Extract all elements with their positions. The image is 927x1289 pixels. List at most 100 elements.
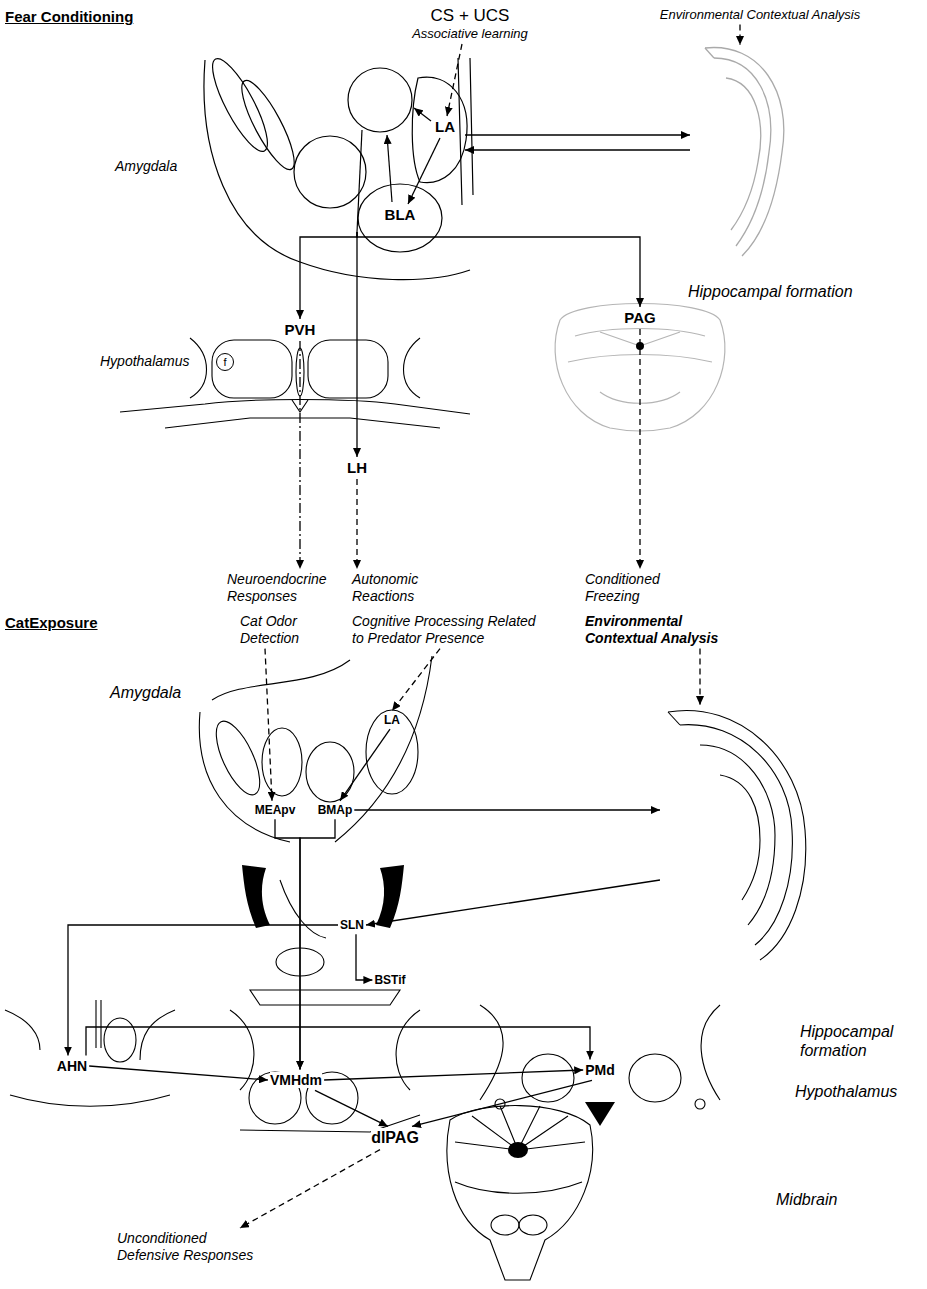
output-note: Autonomic Reactions xyxy=(350,569,434,607)
label-text: LA xyxy=(435,118,455,136)
hippocampus-outline xyxy=(668,710,806,960)
hippocampus-outline xyxy=(705,48,784,256)
hypothalamus-outline xyxy=(212,340,292,398)
internal-arrow xyxy=(387,135,392,202)
label-text: Cat Odor Detection xyxy=(240,613,318,647)
hypothalamus-outline xyxy=(104,1018,136,1062)
hypothalamus-outline xyxy=(190,338,207,398)
label-text: SLN xyxy=(340,918,364,932)
connector xyxy=(324,1070,583,1080)
label-text: Neuroendocrine Responses xyxy=(227,571,342,605)
connector xyxy=(412,1080,592,1126)
connector xyxy=(465,134,690,135)
output-note: Conditioned Freezing xyxy=(583,569,675,607)
label-text: Environmental Contextual Analysis xyxy=(660,7,860,23)
connector xyxy=(392,649,440,711)
connector xyxy=(356,232,357,457)
label-text: Autonomic Reactions xyxy=(352,571,432,605)
amygdala-outline xyxy=(262,728,302,796)
nucleus-label: LA xyxy=(382,711,402,729)
connector xyxy=(265,649,272,801)
amygdala-outline xyxy=(203,53,473,280)
label-text: AHN xyxy=(57,1058,87,1075)
connector xyxy=(447,44,462,116)
nucleus-label: PMd xyxy=(583,1060,617,1081)
region-name: Hippocampal formation xyxy=(688,282,853,301)
connector xyxy=(299,341,300,569)
connector xyxy=(366,880,660,925)
region-name: Hippocampal formation xyxy=(800,1022,905,1060)
connector xyxy=(315,1090,388,1126)
label-text: Unconditioned Defensive Responses xyxy=(117,1230,262,1264)
label-text: Conditioned Freezing xyxy=(585,571,673,605)
midbrain-outline xyxy=(455,1182,582,1193)
aqueduct xyxy=(508,1142,528,1158)
internal-arrow xyxy=(414,108,431,121)
hypothalamus-outline xyxy=(5,1000,720,1132)
hippocampus-outline xyxy=(726,78,761,230)
nucleus-label: PVH xyxy=(283,319,318,341)
connector xyxy=(300,819,335,1069)
stimulus-note: CS + UCSAssociative learning xyxy=(410,4,530,44)
brain-region: Hippocampal formation xyxy=(690,45,860,303)
connector xyxy=(465,149,690,150)
label-text: BMAp xyxy=(318,803,353,817)
hippocampus-outline xyxy=(705,48,784,256)
nucleus-label: PAG xyxy=(622,307,657,329)
nucleus-label: BLA xyxy=(383,204,418,226)
label-text: CS + UCS xyxy=(412,6,528,26)
hypothalamus-outline xyxy=(96,1000,101,1048)
amygdala-outline xyxy=(348,68,412,132)
hippocampus-outline xyxy=(668,710,806,960)
nucleus-label: dlPAG xyxy=(369,1126,421,1149)
hypothalamus-outline xyxy=(165,418,440,428)
hypothalamus-outline xyxy=(480,1005,503,1100)
label-text: f xyxy=(223,357,226,368)
hypothalamus-outline xyxy=(695,1099,705,1109)
midbrain-outline xyxy=(519,1215,547,1235)
amygdala-outline xyxy=(204,60,470,280)
hippocampus-outline xyxy=(714,58,771,246)
connector xyxy=(739,25,740,45)
amygdala-outline xyxy=(233,75,303,176)
internal-arrow xyxy=(357,108,431,232)
label-text: dlPAG xyxy=(371,1128,419,1147)
nucleus-label: MEApv xyxy=(253,801,298,819)
nucleus-label: LA xyxy=(433,116,457,138)
internal-arrow xyxy=(357,130,362,232)
brain-region: AmygdalaLAMEApvBMAp xyxy=(200,665,435,840)
brain-region: AmygdalaLABLA xyxy=(215,60,465,232)
septum-outline xyxy=(280,880,326,938)
connector xyxy=(357,232,640,307)
input-note: Environmental Contextual Analysis xyxy=(658,5,862,25)
amygdala-outline xyxy=(199,712,290,842)
midbrain-outline xyxy=(491,1215,519,1235)
hippocampus-outline xyxy=(720,775,760,900)
fornix-circle: f xyxy=(216,353,234,371)
label-text: PAG xyxy=(624,309,655,327)
region-label: Hypothalamus xyxy=(795,1082,897,1101)
label-text: Cognitive Processing Related to Predator… xyxy=(352,613,542,647)
nucleus-label: VMHdm xyxy=(268,1070,324,1091)
brain-region: Hippocampal formation xyxy=(660,705,910,1060)
input-note: Cognitive Processing Related to Predator… xyxy=(350,611,544,649)
label-text: LA xyxy=(384,713,400,727)
hypothalamus-outline xyxy=(522,1054,574,1102)
connector xyxy=(356,479,357,569)
nucleus-label: LH xyxy=(345,457,369,479)
amygdala-outline xyxy=(212,660,350,700)
label-text: LH xyxy=(347,459,367,477)
hypothalamus-outline xyxy=(396,1010,420,1090)
label-text: BSTif xyxy=(374,973,405,987)
amygdala-outline xyxy=(458,58,473,205)
hippocampus-outline xyxy=(668,712,680,725)
amygdala-outline xyxy=(294,136,366,208)
connector xyxy=(89,1066,268,1080)
nucleus-label: AHN xyxy=(55,1056,89,1077)
hypothalamus-outline xyxy=(404,338,421,398)
connector xyxy=(354,809,660,810)
output-note: Neuroendocrine Responses xyxy=(225,569,344,607)
region-label: Midbrain xyxy=(776,1190,837,1209)
hippocampus-outline xyxy=(700,745,775,925)
connector xyxy=(86,1027,590,1060)
